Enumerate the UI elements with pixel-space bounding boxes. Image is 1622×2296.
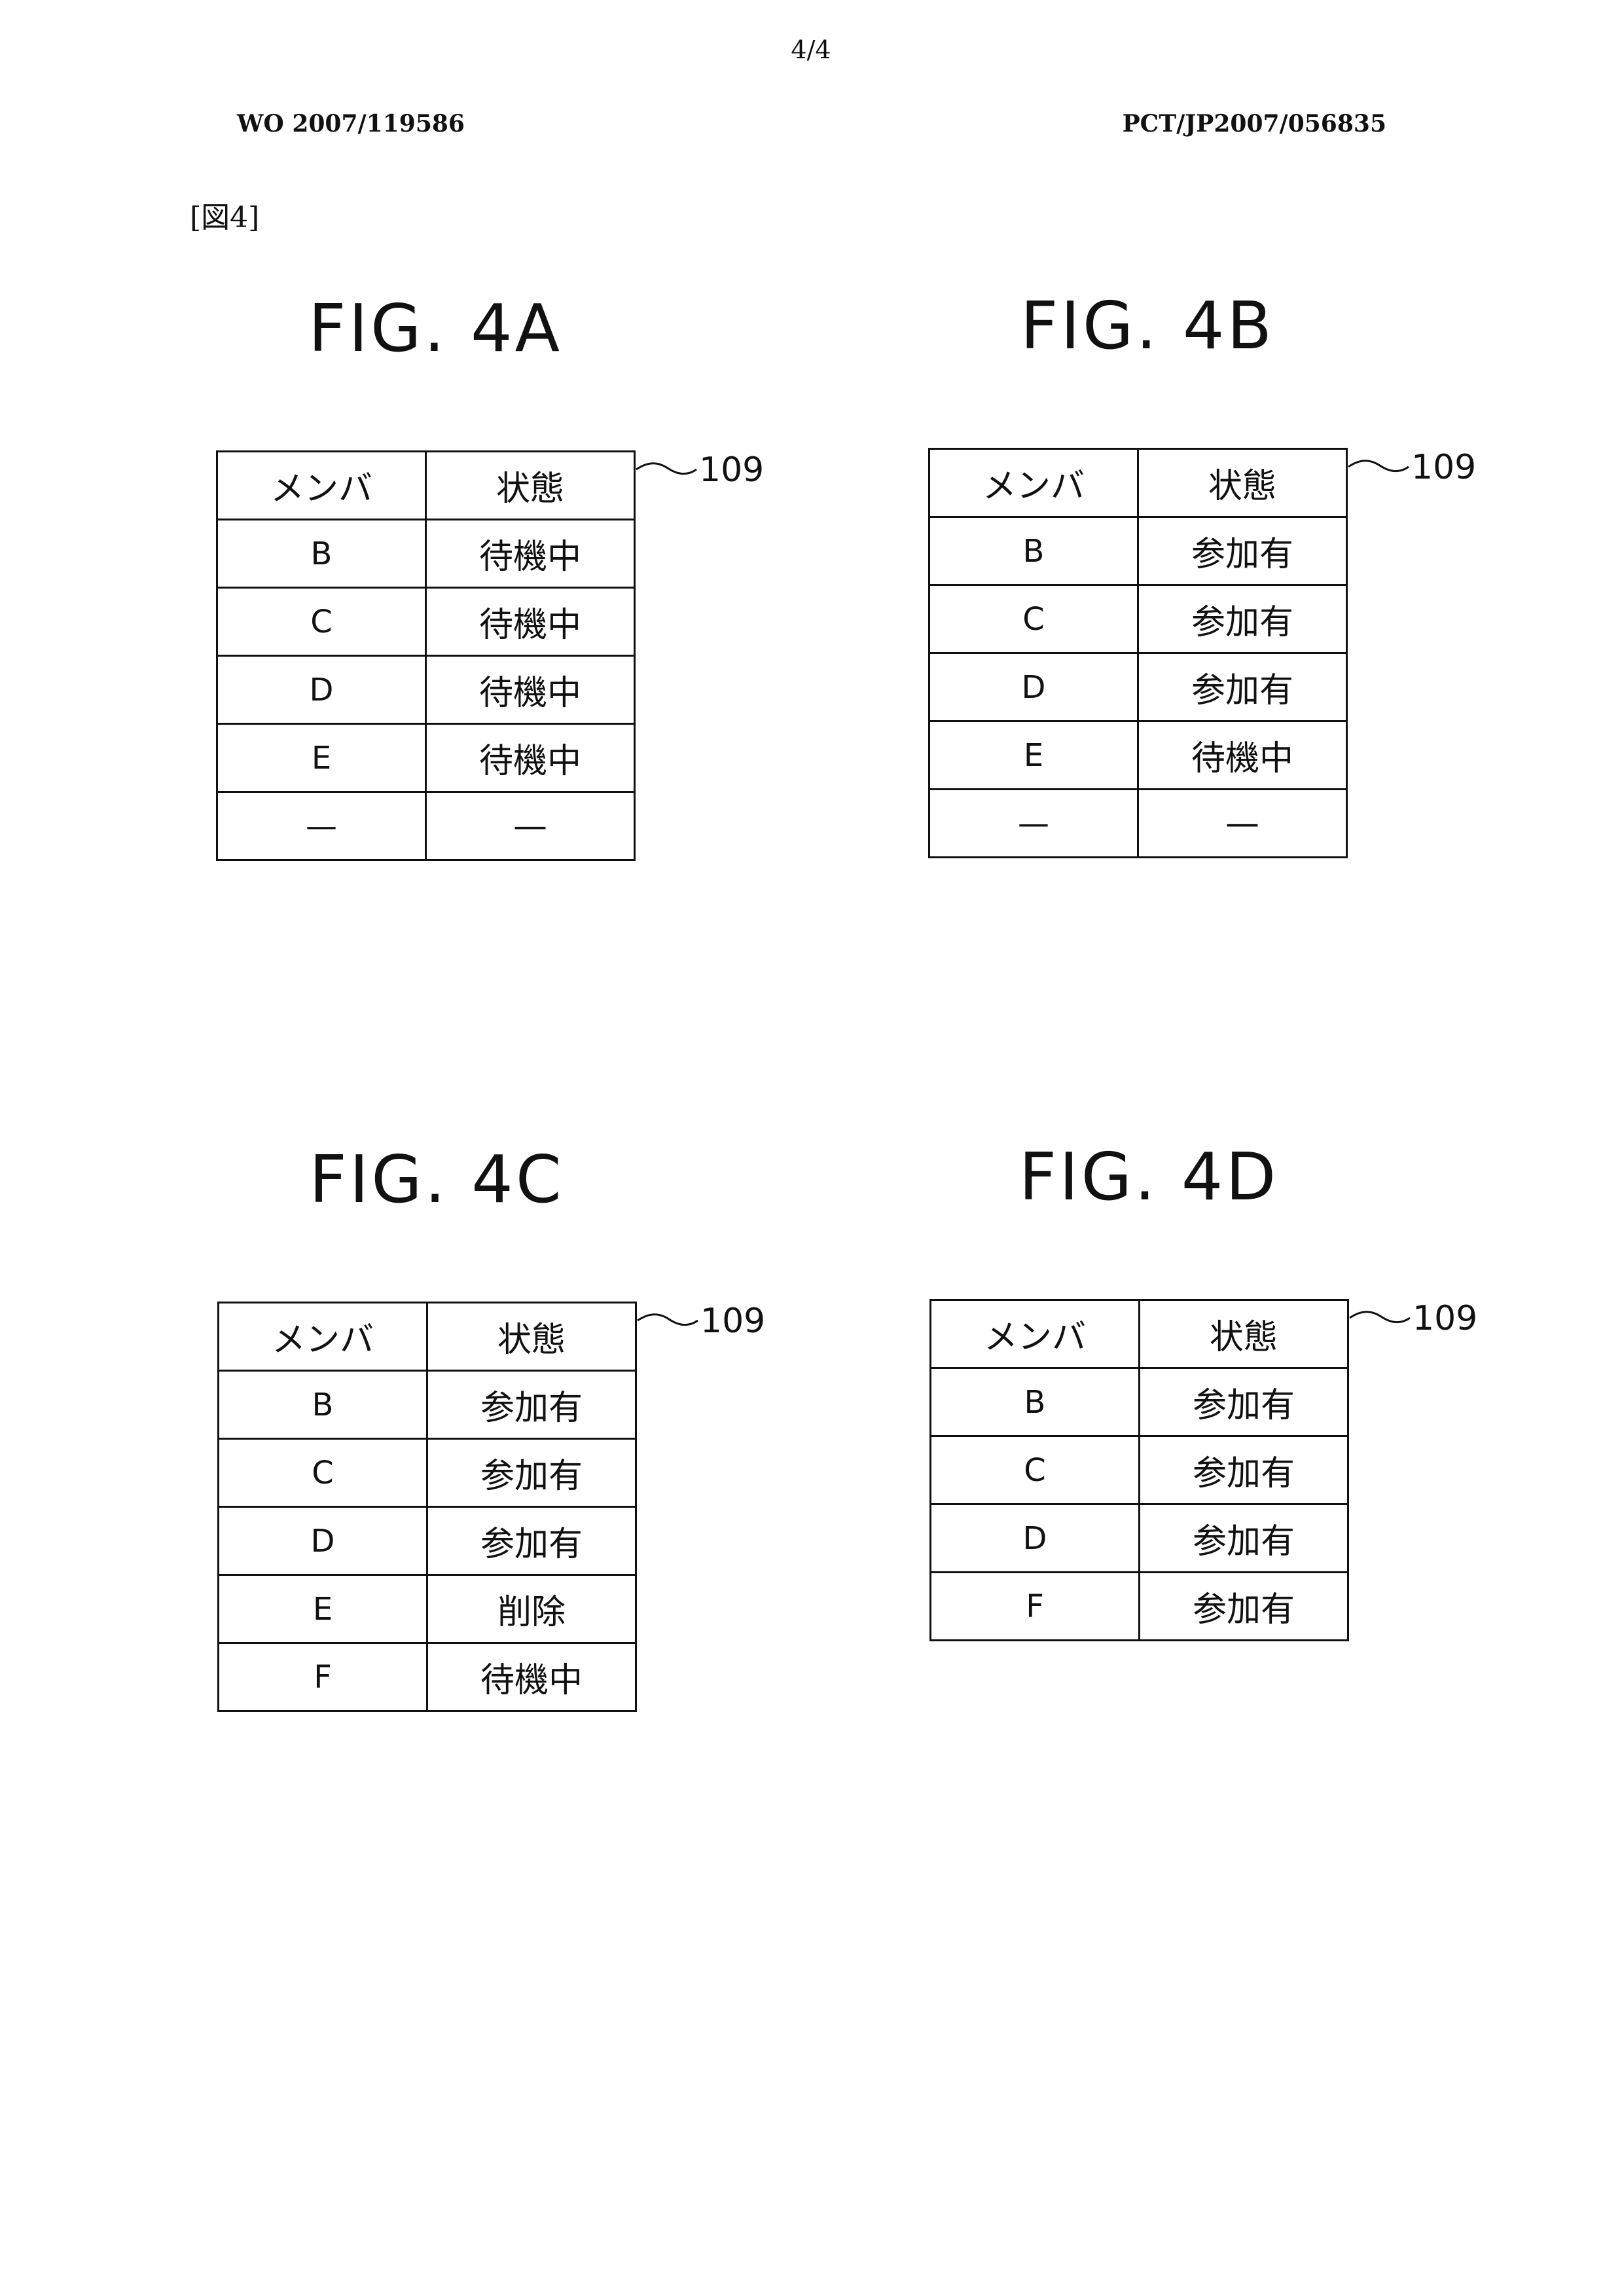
- member-cell: E: [929, 721, 1138, 790]
- member-cell: B: [219, 1371, 427, 1439]
- column-header-member: メンバ: [931, 1300, 1140, 1368]
- status-cell: 削除: [427, 1575, 636, 1643]
- table-row: F待機中: [219, 1643, 636, 1711]
- table-row: D参加有: [931, 1504, 1348, 1573]
- table-header-row: メンバ 状態: [931, 1300, 1348, 1368]
- status-cell: 参加有: [427, 1439, 636, 1507]
- table-row: E削除: [219, 1575, 636, 1643]
- page-number: 4/4: [0, 35, 1622, 64]
- status-cell: 参加有: [1140, 1436, 1348, 1504]
- figure-title: FIG. 4D: [929, 1144, 1368, 1210]
- table-header-row: メンバ 状態: [929, 449, 1347, 517]
- member-cell: D: [929, 653, 1138, 721]
- table-row: D参加有: [219, 1507, 636, 1575]
- member-cell: F: [219, 1643, 427, 1711]
- table-row: D参加有: [929, 653, 1347, 721]
- figure-title: FIG. 4C: [217, 1147, 656, 1212]
- member-cell: D: [931, 1504, 1140, 1573]
- column-header-status: 状態: [426, 452, 635, 520]
- column-header-status: 状態: [427, 1303, 636, 1371]
- column-header-status: 状態: [1138, 449, 1347, 517]
- table-row: ——: [929, 790, 1347, 858]
- column-header-member: メンバ: [217, 452, 426, 520]
- reference-numeral: 109: [699, 450, 764, 490]
- member-cell: E: [217, 724, 426, 792]
- reference-numeral: 109: [1413, 1299, 1477, 1338]
- status-cell: 参加有: [1138, 653, 1347, 721]
- status-cell: —: [1138, 790, 1347, 858]
- member-status-table: メンバ 状態 B待機中 C待機中 D待機中 E待機中 ——: [216, 450, 636, 861]
- member-cell: D: [217, 656, 426, 724]
- member-cell: C: [931, 1436, 1140, 1504]
- publication-number: WO 2007/119586: [237, 110, 465, 137]
- member-cell: —: [217, 792, 426, 860]
- column-header-member: メンバ: [929, 449, 1138, 517]
- table-row: C参加有: [931, 1436, 1348, 1504]
- figure-4d: FIG. 4D メンバ 状態 B参加有 C参加有 D参加有 F参加有 109: [929, 1144, 1519, 1865]
- status-cell: 待機中: [426, 656, 635, 724]
- member-cell: D: [219, 1507, 427, 1575]
- table-row: B待機中: [217, 520, 635, 588]
- status-cell: 参加有: [1140, 1573, 1348, 1641]
- column-header-member: メンバ: [219, 1303, 427, 1371]
- member-cell: B: [929, 517, 1138, 585]
- member-cell: C: [219, 1439, 427, 1507]
- status-cell: —: [426, 792, 635, 860]
- status-cell: 参加有: [1138, 585, 1347, 653]
- table-row: B参加有: [929, 517, 1347, 585]
- status-cell: 待機中: [426, 588, 635, 656]
- table-row: C待機中: [217, 588, 635, 656]
- figure-4c: FIG. 4C メンバ 状態 B参加有 C参加有 D参加有 E削除 F待機中 1…: [217, 1147, 806, 1867]
- member-cell: E: [219, 1575, 427, 1643]
- table-row: B参加有: [219, 1371, 636, 1439]
- table-header-row: メンバ 状態: [217, 452, 635, 520]
- table-row: B参加有: [931, 1368, 1348, 1436]
- status-cell: 参加有: [1140, 1504, 1348, 1573]
- table-row: C参加有: [219, 1439, 636, 1507]
- status-cell: 待機中: [426, 724, 635, 792]
- member-cell: B: [217, 520, 426, 588]
- member-cell: C: [929, 585, 1138, 653]
- figure-4a: FIG. 4A メンバ 状態 B待機中 C待機中 D待機中 E待機中 —— 10…: [216, 296, 805, 1016]
- figure-title: FIG. 4B: [928, 293, 1367, 359]
- status-cell: 参加有: [427, 1507, 636, 1575]
- figure-marker: [図4]: [190, 194, 259, 236]
- table-row: ——: [217, 792, 635, 860]
- figure-4b: FIG. 4B メンバ 状態 B参加有 C参加有 D参加有 E待機中 —— 10…: [928, 293, 1517, 1013]
- member-cell: —: [929, 790, 1138, 858]
- reference-numeral: 109: [700, 1302, 765, 1341]
- status-cell: 参加有: [1138, 517, 1347, 585]
- figure-title: FIG. 4A: [216, 296, 655, 361]
- table-row: E待機中: [929, 721, 1347, 790]
- member-cell: C: [217, 588, 426, 656]
- application-number: PCT/JP2007/056835: [1123, 110, 1386, 137]
- table-header-row: メンバ 状態: [219, 1303, 636, 1371]
- status-cell: 待機中: [426, 520, 635, 588]
- table-row: F参加有: [931, 1573, 1348, 1641]
- status-cell: 待機中: [1138, 721, 1347, 790]
- member-status-table: メンバ 状態 B参加有 C参加有 D参加有 F参加有: [929, 1299, 1349, 1641]
- member-status-table: メンバ 状態 B参加有 C参加有 D参加有 E削除 F待機中: [217, 1302, 637, 1712]
- table-row: E待機中: [217, 724, 635, 792]
- status-cell: 待機中: [427, 1643, 636, 1711]
- table-row: C参加有: [929, 585, 1347, 653]
- member-cell: F: [931, 1573, 1140, 1641]
- status-cell: 参加有: [427, 1371, 636, 1439]
- table-row: D待機中: [217, 656, 635, 724]
- member-status-table: メンバ 状態 B参加有 C参加有 D参加有 E待機中 ——: [928, 448, 1348, 858]
- column-header-status: 状態: [1140, 1300, 1348, 1368]
- member-cell: B: [931, 1368, 1140, 1436]
- reference-numeral: 109: [1411, 448, 1476, 487]
- status-cell: 参加有: [1140, 1368, 1348, 1436]
